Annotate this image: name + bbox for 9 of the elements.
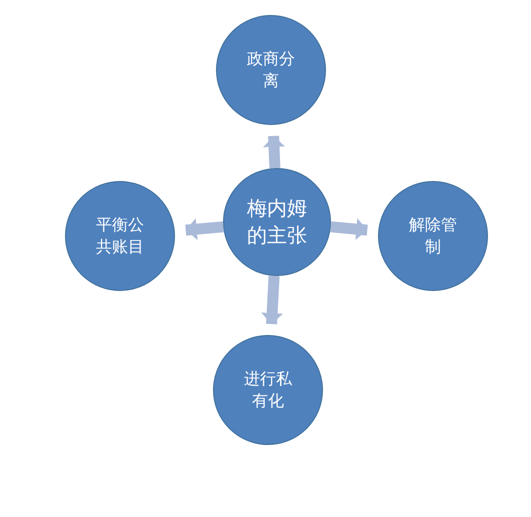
block-arrow bbox=[185, 218, 224, 240]
block-arrow bbox=[263, 136, 286, 168]
block-arrow bbox=[261, 276, 284, 324]
node-label: 平衡公共账目 bbox=[95, 214, 145, 258]
node-label: 解除管制 bbox=[408, 214, 458, 258]
node-label: 梅内姆的主张 bbox=[246, 195, 308, 249]
node-label: 进行私有化 bbox=[243, 368, 293, 412]
block-arrow bbox=[330, 218, 368, 240]
node-label: 政商分离 bbox=[246, 48, 296, 92]
